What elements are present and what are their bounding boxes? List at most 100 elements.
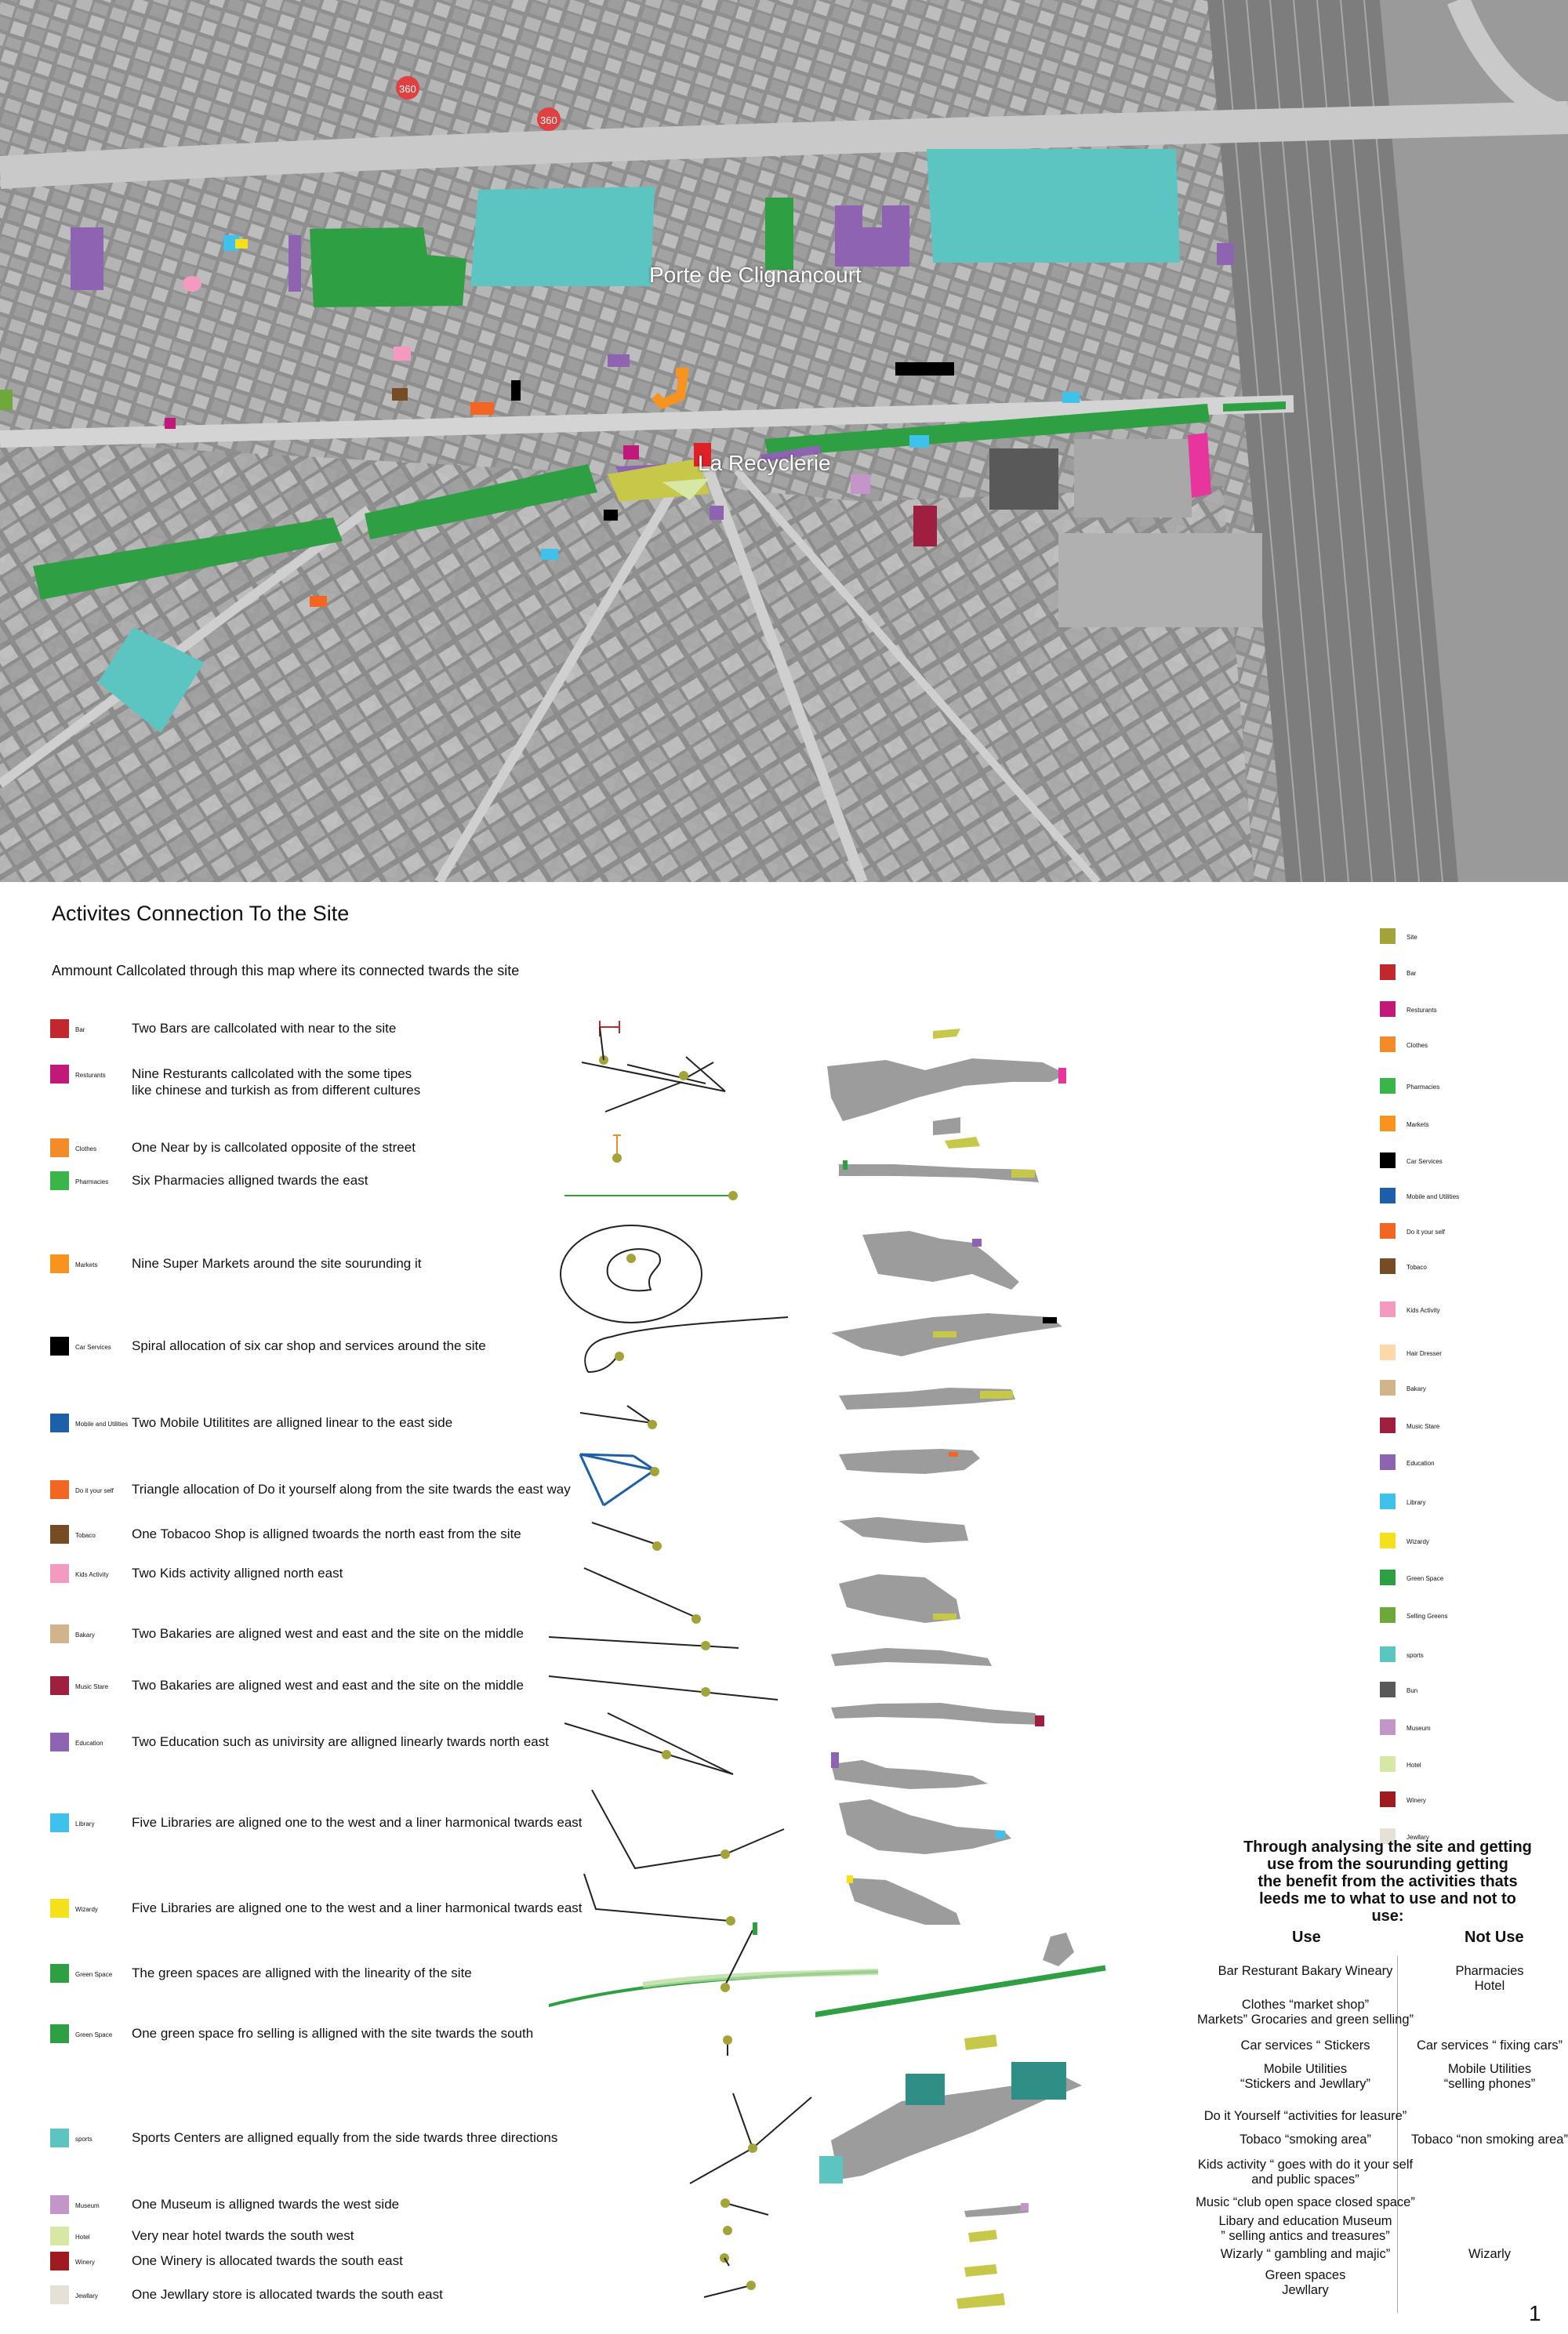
legend-swatch bbox=[1380, 1078, 1396, 1094]
legend-label: Library bbox=[1406, 1499, 1426, 1506]
education-overlay bbox=[1217, 243, 1234, 265]
activity-swatch bbox=[50, 1019, 69, 1038]
footprint-wizardy bbox=[847, 1875, 960, 1925]
site-footprint-shapes bbox=[815, 1029, 1106, 2309]
activity-label: Hotel bbox=[75, 2234, 90, 2241]
education-overlay bbox=[289, 235, 301, 292]
activity-swatch bbox=[50, 2024, 69, 2043]
diagram-museum bbox=[720, 2198, 769, 2216]
legend-label: sports bbox=[1406, 1652, 1424, 1659]
legend-item: Site bbox=[1380, 928, 1552, 947]
activity-description: Two Bakaries are aligned west and east a… bbox=[132, 1678, 524, 1693]
legend-label: Mobile and Utilities bbox=[1406, 1193, 1460, 1200]
legend-label: Do it your self bbox=[1406, 1229, 1445, 1236]
diagram-wizardy bbox=[583, 1873, 735, 1926]
activity-swatch bbox=[50, 1480, 69, 1499]
activity-label: sports bbox=[75, 2136, 93, 2143]
legend-item: Kids Activity bbox=[1380, 1301, 1552, 1320]
legend-swatch bbox=[1380, 1756, 1396, 1772]
activity-description: Two Mobile Utilitites are alligned linea… bbox=[132, 1415, 453, 1430]
education-overlay bbox=[71, 227, 103, 290]
activity-description: One Jewllary store is allocated twards t… bbox=[132, 2287, 443, 2302]
diagram-education bbox=[564, 1712, 734, 1775]
svg-text:360: 360 bbox=[540, 114, 557, 126]
legend-swatch bbox=[1380, 1791, 1396, 1807]
legend-item: Jewllary bbox=[1380, 1828, 1552, 1847]
diagram-tobaco bbox=[591, 1522, 662, 1551]
kids-overlay bbox=[394, 347, 411, 361]
avenue-south bbox=[700, 460, 868, 882]
activity-label: Car Services bbox=[75, 1344, 111, 1351]
kids-overlay bbox=[183, 276, 201, 292]
restaurant-overlay bbox=[1188, 433, 1211, 498]
music-overlay bbox=[913, 506, 937, 546]
svg-text:360: 360 bbox=[399, 83, 416, 95]
activity-label: Green Space bbox=[75, 1971, 113, 1978]
activity-label: Green Space bbox=[75, 2031, 113, 2038]
bun-overlay bbox=[989, 448, 1058, 510]
legend-item: Hair Dresser bbox=[1380, 1345, 1552, 1363]
activity-description: Sports Centers are alligned equally from… bbox=[132, 2130, 558, 2145]
legend-swatch bbox=[1380, 1533, 1396, 1548]
activity-label: Do it your self bbox=[75, 1487, 114, 1494]
legend-label: Museum bbox=[1406, 1725, 1431, 1732]
activity-label: Resturants bbox=[75, 1072, 106, 1079]
diagram-sports bbox=[689, 2093, 812, 2184]
hotel-overlay bbox=[662, 478, 710, 500]
avenue-southwest bbox=[434, 459, 695, 882]
activity-swatch bbox=[50, 1065, 69, 1084]
diagram-bar bbox=[599, 1021, 620, 1065]
activity-overlays bbox=[0, 149, 1286, 733]
legend-item: Markets bbox=[1380, 1116, 1552, 1134]
footprint-library bbox=[839, 1799, 1011, 1854]
legend-item: Mobile and Utilities bbox=[1380, 1188, 1552, 1207]
footprint-green bbox=[815, 1933, 1106, 2018]
activity-swatch bbox=[50, 1138, 69, 1157]
restaurant-overlay bbox=[623, 445, 639, 459]
legend-label: Music Stare bbox=[1406, 1423, 1440, 1430]
not-use-item: Wizarly bbox=[1468, 2247, 1512, 2261]
legend-swatch bbox=[1380, 1036, 1396, 1052]
diagram-library bbox=[591, 1789, 785, 1870]
section-title: Activites Connection To the Site bbox=[52, 902, 350, 925]
legend-item: Museum bbox=[1380, 1719, 1552, 1738]
activity-description: Two Bakaries are aligned west and east a… bbox=[132, 1626, 524, 1641]
legend-item: Selling Greens bbox=[1380, 1607, 1552, 1626]
legend-item: Car Services bbox=[1380, 1152, 1552, 1171]
not-use-item: Car services “ fixing cars” bbox=[1416, 2038, 1563, 2053]
activity-label: Library bbox=[75, 1820, 95, 1828]
legend-swatch bbox=[1380, 1152, 1396, 1168]
footprint-pharmacies bbox=[839, 1160, 1039, 1182]
activity-label: Wizardy bbox=[75, 1906, 98, 1913]
rail-tracks bbox=[1222, 0, 1443, 882]
activity-description: One Near by is callcolated opposite of t… bbox=[132, 1140, 416, 1155]
footprint-car-services bbox=[831, 1313, 1062, 1356]
map-east-district bbox=[1380, 0, 1568, 882]
activity-label: Jewllary bbox=[75, 2292, 98, 2300]
activity-swatch bbox=[50, 1525, 69, 1544]
legend-swatch bbox=[1380, 1001, 1396, 1017]
activity-description: One green space fro selling is alligned … bbox=[132, 2026, 534, 2041]
activity-label: Markets bbox=[75, 1261, 98, 1269]
use-item: Do it Yourself “activities for leasure” bbox=[1203, 2109, 1407, 2123]
legend-label: Wizardy bbox=[1406, 1538, 1429, 1545]
diagram-mobile bbox=[579, 1405, 657, 1429]
footprint-museum bbox=[964, 2203, 1029, 2217]
legend-label: Selling Greens bbox=[1406, 1613, 1448, 1620]
legend-item: Green Space bbox=[1380, 1570, 1552, 1588]
use-item: Mobile Utilities “Stickers and Jewllary” bbox=[1240, 2062, 1370, 2091]
legend-swatch bbox=[1380, 1454, 1396, 1470]
sports-overlay bbox=[98, 627, 204, 733]
activity-label: Music Stare bbox=[75, 1683, 109, 1690]
activity-swatch bbox=[50, 2252, 69, 2270]
activity-swatch bbox=[50, 1337, 69, 1356]
not-use-item: Tobaco “non smoking area” bbox=[1411, 2133, 1568, 2147]
activity-description: Two Bars are callcolated with near to th… bbox=[132, 1021, 397, 1036]
legend-swatch bbox=[1380, 1301, 1396, 1317]
wizardy-overlay bbox=[235, 239, 248, 249]
activity-description: One Museum is alligned twards the west s… bbox=[132, 2197, 400, 2212]
industrial-roof-2 bbox=[1074, 439, 1192, 517]
activity-description: Five Libraries are aligned one to the we… bbox=[132, 1900, 583, 1915]
activity-description: One Tobacoo Shop is alligned twoards the… bbox=[132, 1526, 521, 1541]
activity-label: Mobile and Utilities bbox=[75, 1421, 129, 1428]
